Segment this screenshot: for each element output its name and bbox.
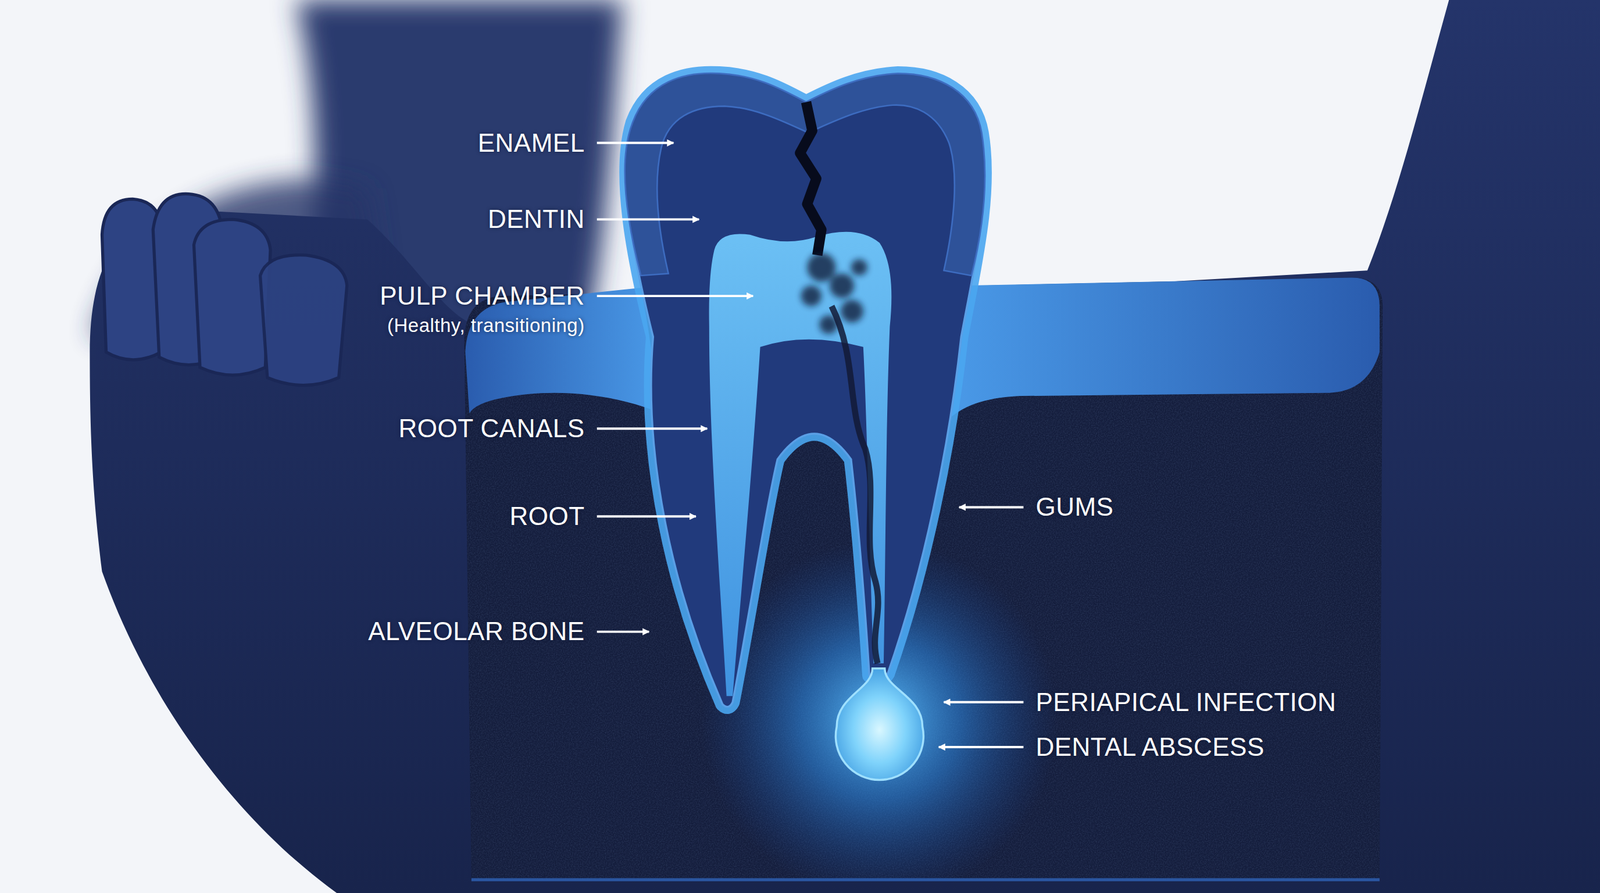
part-label: PULP CHAMBER bbox=[379, 281, 585, 310]
pulp-and-canals bbox=[709, 231, 892, 696]
front-teeth bbox=[102, 193, 348, 385]
part-label: GUMS bbox=[1035, 493, 1114, 521]
label-note: (Healthy, transitioning) bbox=[387, 315, 585, 337]
part-label: DENTIN bbox=[487, 205, 585, 234]
abscess bbox=[835, 668, 924, 781]
mandible bbox=[89, 0, 1600, 893]
decay bbox=[800, 102, 878, 664]
part-label: ROOT bbox=[509, 502, 585, 531]
part-label: ALVEOLAR BONE bbox=[368, 617, 585, 646]
part-label: ENAMEL bbox=[477, 129, 585, 157]
part-label: DENTAL ABSCESS bbox=[1035, 733, 1264, 762]
leader-arrows bbox=[597, 143, 1024, 748]
gum-right bbox=[947, 277, 1380, 421]
part-label: ROOT CANALS bbox=[398, 414, 585, 443]
root-rim bbox=[626, 73, 985, 707]
tooth-dentin bbox=[626, 73, 985, 707]
part-label: PERIAPICAL INFECTION bbox=[1035, 688, 1337, 717]
